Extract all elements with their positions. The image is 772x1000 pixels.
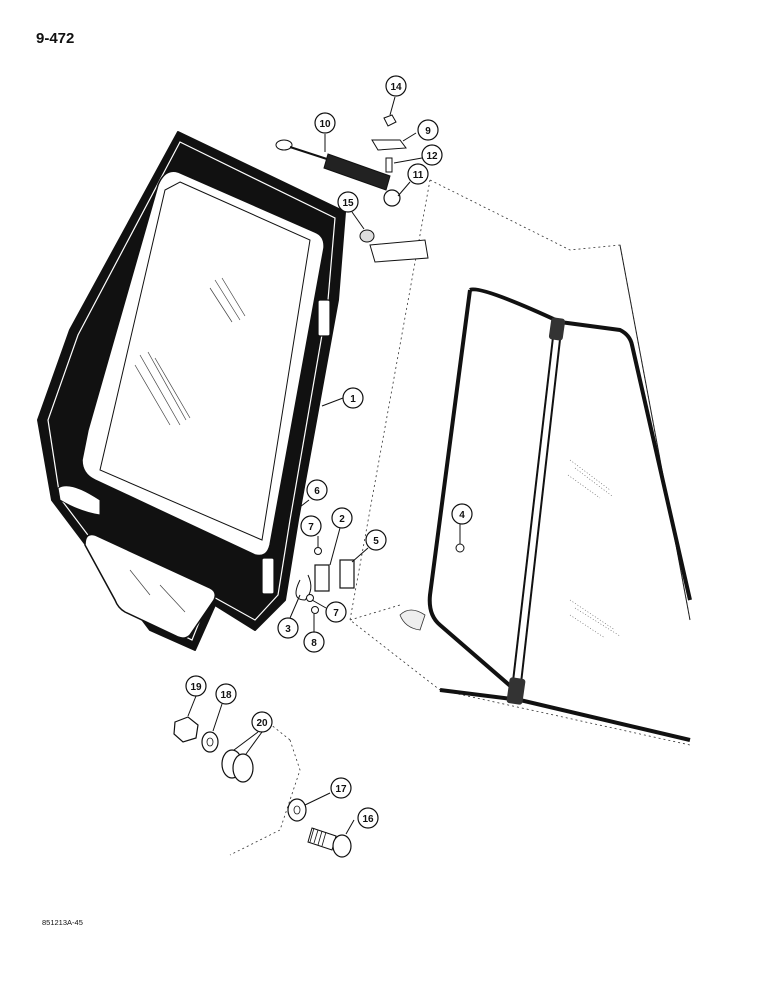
svg-text:4: 4 <box>459 510 465 521</box>
svg-text:14: 14 <box>390 82 402 93</box>
hex-nut <box>173 716 199 743</box>
callout-2: 2 <box>331 507 353 529</box>
svg-text:20: 20 <box>256 718 268 729</box>
svg-text:17: 17 <box>335 784 347 795</box>
upper-wall-bracket <box>369 239 429 263</box>
strut-stud <box>385 157 393 173</box>
wall-bolt <box>455 543 465 553</box>
retaining-wire <box>295 574 312 601</box>
wall-bottom-edge <box>439 688 691 742</box>
small-bolt-lower <box>306 594 314 602</box>
svg-text:10: 10 <box>319 119 331 130</box>
svg-text:19: 19 <box>190 682 202 693</box>
svg-text:9: 9 <box>425 126 431 137</box>
svg-text:16: 16 <box>362 814 374 825</box>
hinge-half <box>314 564 330 592</box>
strut-bracket <box>371 139 407 151</box>
callout-16: 16 <box>357 807 379 829</box>
bumper-2 <box>232 753 254 783</box>
lower-mount-plate <box>229 739 301 856</box>
svg-text:5: 5 <box>373 536 379 547</box>
shoulder-bolt <box>307 827 352 858</box>
callout-1: 1 <box>342 387 364 409</box>
callout-19: 19 <box>185 675 207 697</box>
wall-right-edge <box>619 244 691 621</box>
figure-reference: 851213A-45 <box>42 918 83 927</box>
svg-text:12: 12 <box>426 151 438 162</box>
window-center-post <box>511 319 563 693</box>
callout-12: 12 <box>421 144 443 166</box>
door-lower-glass <box>84 533 217 639</box>
small-nut <box>311 606 319 614</box>
svg-text:18: 18 <box>220 690 232 701</box>
hinge-pin <box>284 504 296 576</box>
lower-hardware <box>173 716 352 858</box>
callout-18: 18 <box>215 683 237 705</box>
callout-15: 15 <box>337 191 359 213</box>
svg-text:3: 3 <box>285 624 291 635</box>
gas-strut <box>275 139 401 207</box>
upper-door-hinge <box>317 299 331 337</box>
svg-text:6: 6 <box>314 486 320 497</box>
washer-hole <box>206 737 214 747</box>
bushing <box>359 229 375 243</box>
svg-text:11: 11 <box>413 170 424 181</box>
callout-5: 5 <box>365 529 387 551</box>
callout-10: 10 <box>314 112 336 134</box>
callout-7-lower: 7 <box>325 601 347 623</box>
callout-14: 14 <box>385 75 407 97</box>
callout-6: 6 <box>306 479 328 501</box>
top-nut <box>383 114 397 127</box>
lower-door-hinge <box>261 557 275 595</box>
small-bolt-upper <box>314 547 322 555</box>
callout-8: 8 <box>303 631 325 653</box>
callout-20: 20 <box>251 711 273 733</box>
door-handle <box>57 485 101 516</box>
cab-glass-hatch <box>567 459 621 639</box>
lower-wall-bump <box>399 609 426 631</box>
hinge-plate <box>339 559 355 589</box>
post-top-bracket <box>548 317 566 341</box>
leader-lines <box>187 96 461 835</box>
svg-text:1: 1 <box>350 394 356 405</box>
callout-17: 17 <box>330 777 352 799</box>
post-bottom-bracket <box>506 677 526 705</box>
svg-text:8: 8 <box>311 638 317 649</box>
large-washer-hole <box>293 805 301 815</box>
callout-7-upper: 7 <box>300 515 322 537</box>
svg-text:2: 2 <box>339 514 345 525</box>
svg-text:15: 15 <box>342 198 354 209</box>
door-glass-hatch <box>129 277 246 613</box>
door-assembly <box>37 131 346 651</box>
door-window-glass <box>81 170 325 557</box>
callout-9: 9 <box>417 119 439 141</box>
cab-wall <box>349 179 691 746</box>
door-window-inner-line <box>99 181 311 541</box>
svg-text:7: 7 <box>308 522 314 533</box>
callout-11: 11 <box>407 163 429 185</box>
callout-4: 4 <box>451 503 473 525</box>
callout-3: 3 <box>277 617 299 639</box>
page-number: 9-472 <box>36 30 75 47</box>
svg-text:7: 7 <box>333 608 339 619</box>
